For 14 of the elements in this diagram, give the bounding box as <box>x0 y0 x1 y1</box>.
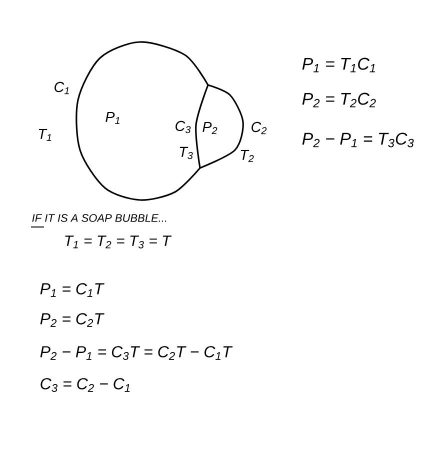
equation: P$_{2}$ − P$_{1}$ = C$_{3}$T = C$_{2}$T − C$_{1}$T <box>40 346 233 360</box>
equation: P$_{2}$ = T$_{2}$C$_{2}$ <box>302 92 376 108</box>
equation: C$_{3}$ = C$_{2}$ − C$_{1}$ <box>40 378 130 392</box>
side-label: T$_{3}$ <box>180 146 193 160</box>
equation: P$_{2}$ = C$_{2}$T <box>40 313 104 327</box>
equation: P$_{1}$ = T$_{1}$C$_{1}$ <box>302 58 376 72</box>
equation: T$_{1}$ = T$_{2}$ = T$_{3}$ = T <box>65 236 172 248</box>
side-label: C$_{2}$ <box>252 122 267 134</box>
equation: P$_{1}$ = C$_{1}$T <box>40 283 104 297</box>
side-label: C$_{3}$ <box>176 120 191 134</box>
equation: P$_{2}$ − P$_{1}$ = T$_{3}$C$_{3}$ <box>302 132 414 148</box>
side-label: C$_{1}$ <box>54 82 69 94</box>
side-label: T$_{1}$ <box>38 128 52 142</box>
equation: IF IT IS A SOAP BUBBLE... <box>32 214 166 222</box>
